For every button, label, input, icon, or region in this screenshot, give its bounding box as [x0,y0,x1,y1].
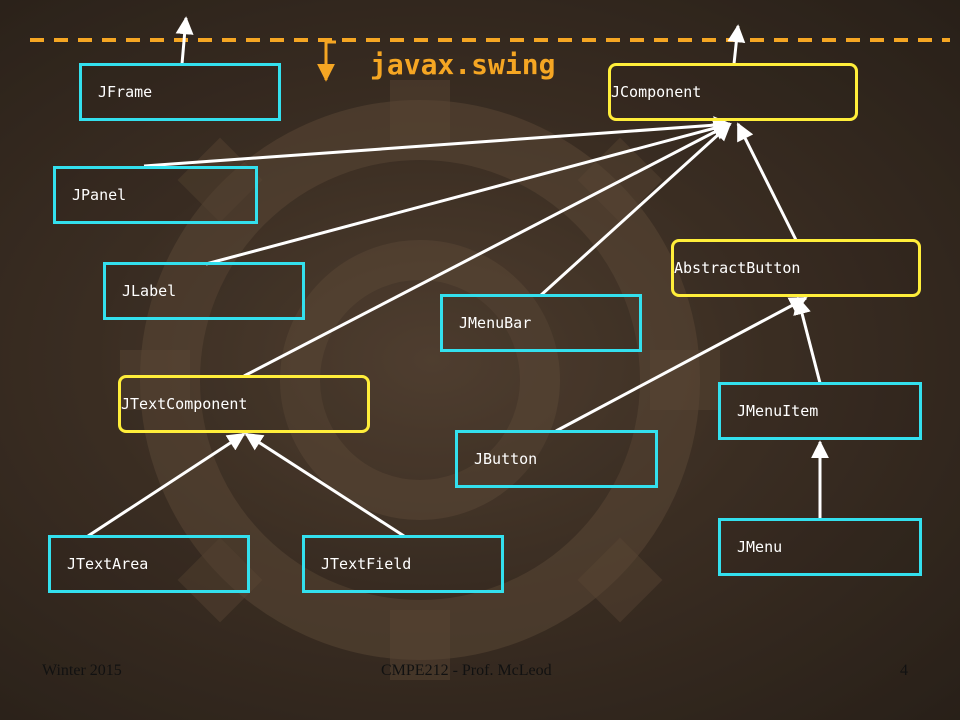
arrow-jlabel-jcomponent [205,119,732,266]
class-label: JMenuBar [459,314,532,332]
arrow-jtextcomponent-jcomponent [243,122,732,378]
class-box-jframe[interactable]: JFrame [79,63,281,121]
class-box-jtextarea[interactable]: JTextArea [48,535,250,593]
arrow-jtextarea-jtextcomponent [87,432,246,538]
arrow-jframe-up [175,16,194,65]
class-label: JComponent [611,83,702,101]
class-box-jbutton[interactable]: JButton [455,430,658,488]
class-label: JMenu [737,538,783,556]
class-box-jpanel[interactable]: JPanel [53,166,258,224]
class-label: JTextArea [67,555,149,573]
class-box-abstractbutton[interactable]: AbstractButton [671,239,921,297]
slide-number: 4 [900,662,908,679]
arrow-jbutton-abstractbutton [555,296,808,433]
class-box-jcomponent[interactable]: JComponent [608,63,858,121]
class-label: JButton [474,450,538,468]
arrow-abstractbutton-jcomponent [736,122,798,241]
class-label: JTextComponent [121,395,248,413]
arrow-jmenuitem-abstractbutton [793,296,822,384]
footer-course: CMPE212 - Prof. McLeod [381,662,552,679]
arrow-jpanel-jcomponent [143,116,732,168]
class-label: JLabel [122,282,177,300]
class-label: JTextField [321,555,412,573]
arrow-jmenubar-jcomponent [538,122,732,298]
arrow-jcomponent-up [727,24,746,65]
class-label: AbstractButton [674,259,801,277]
class-label: JPanel [72,186,127,204]
class-label: JFrame [98,83,153,101]
class-label: JMenuItem [737,402,819,420]
class-box-jtextfield[interactable]: JTextField [302,535,504,593]
arrow-jtextfield-jtextcomponent [244,432,405,538]
class-box-jtextcomponent[interactable]: JTextComponent [118,375,370,433]
class-box-jmenu[interactable]: JMenu [718,518,922,576]
package-label: javax.swing [370,48,556,81]
class-box-jmenuitem[interactable]: JMenuItem [718,382,922,440]
class-box-jmenubar[interactable]: JMenuBar [440,294,642,352]
footer-term: Winter 2015 [42,662,122,679]
class-box-jlabel[interactable]: JLabel [103,262,305,320]
package-pointer-icon [317,40,336,82]
